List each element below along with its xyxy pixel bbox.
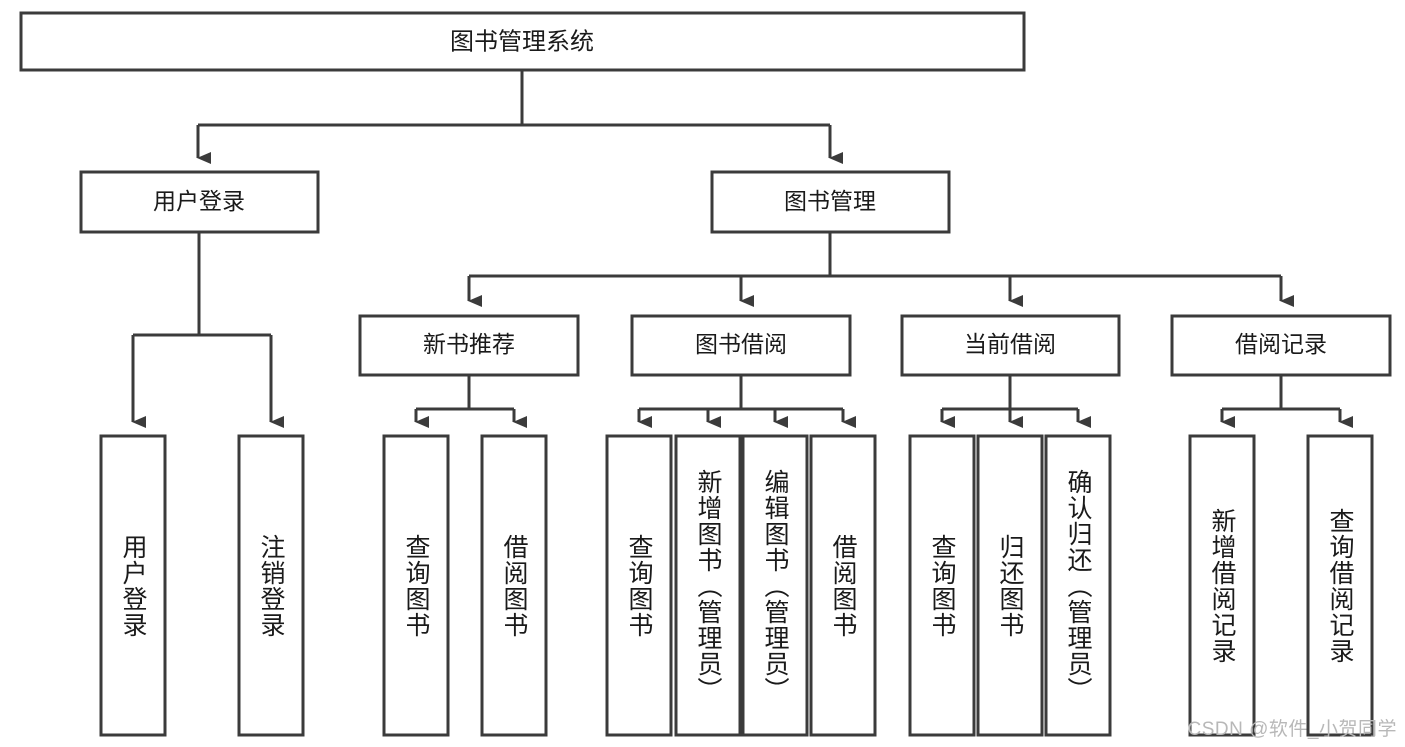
node-current-borrow[interactable]: 当前借阅 (900, 314, 1121, 377)
leaf-box-book-borrow-3[interactable] (741, 434, 809, 737)
leaf-box-book-borrow-1[interactable] (605, 434, 673, 737)
node-new-book-recommend[interactable]: 新书推荐 (358, 314, 580, 377)
node-book-borrow[interactable]: 图书借阅 (630, 314, 852, 377)
node-borrow-record-label: 借阅记录 (1235, 331, 1327, 357)
leaf-box-current-borrow-2[interactable] (976, 434, 1044, 737)
leaf-box-book-borrow-4[interactable] (809, 434, 877, 737)
leaf-box-current-borrow-3[interactable] (1044, 434, 1112, 737)
node-current-borrow-label: 当前借阅 (964, 331, 1056, 357)
node-user-login-label: 用户登录 (153, 188, 245, 214)
leaf-box-user-login-2[interactable] (237, 434, 305, 737)
leaf-box-book-borrow-2[interactable] (674, 434, 742, 737)
node-user-login[interactable]: 用户登录 (79, 170, 320, 234)
leaf-box-new-book-1[interactable] (382, 434, 450, 737)
node-new-book-recommend-box (358, 314, 580, 377)
leaf-box-borrow-record-2[interactable] (1306, 434, 1374, 737)
leaf-box-borrow-record-1[interactable] (1188, 434, 1256, 737)
node-root-box (19, 11, 1026, 72)
leaf-box-new-book-2[interactable] (480, 434, 548, 737)
leaf-box-current-borrow-1[interactable] (908, 434, 976, 737)
node-book-borrow-label: 图书借阅 (695, 331, 787, 357)
node-new-book-recommend-label: 新书推荐 (423, 331, 515, 357)
node-book-manage[interactable]: 图书管理 (710, 170, 951, 234)
node-book-borrow-box (630, 314, 852, 377)
node-root[interactable]: 图书管理系统 (19, 11, 1026, 72)
node-borrow-record-box (1170, 314, 1392, 377)
leaf-box-user-login-1[interactable] (99, 434, 167, 737)
csdn-watermark: CSDN @软件_小贺同学 (1187, 719, 1397, 740)
node-root-label: 图书管理系统 (450, 28, 594, 55)
node-book-manage-box (710, 170, 951, 234)
node-book-manage-label: 图书管理 (784, 188, 876, 214)
node-borrow-record[interactable]: 借阅记录 (1170, 314, 1392, 377)
node-current-borrow-box (900, 314, 1121, 377)
